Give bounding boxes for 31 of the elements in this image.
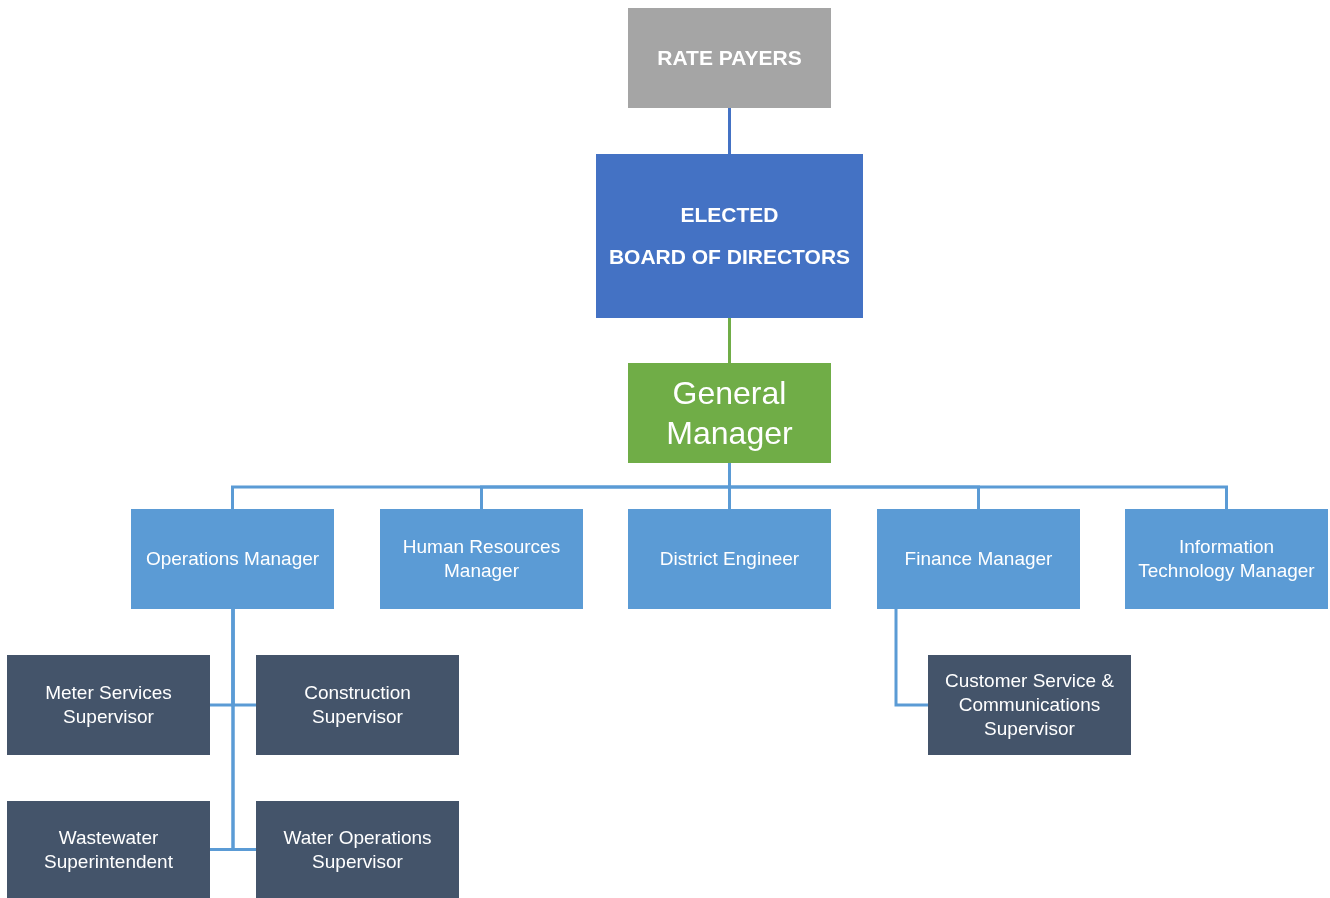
org-box <box>596 154 863 318</box>
role-title: Water Operations Supervisor <box>282 825 433 874</box>
role-title: BOARD OF DIRECTORS <box>608 244 851 270</box>
org-box <box>256 655 459 755</box>
org-box <box>877 509 1080 609</box>
connector-line <box>894 609 928 707</box>
role-title: Construction Supervisor <box>303 681 412 729</box>
connector-line <box>728 318 731 363</box>
org-box <box>628 8 831 108</box>
role-title: District Engineer <box>659 547 800 571</box>
connector-line <box>231 609 256 851</box>
role-title: General Manager <box>665 374 794 453</box>
org-box <box>256 801 459 898</box>
role-title: Information Technology Manager <box>1137 535 1316 583</box>
role-title: Operations Manager <box>145 547 320 571</box>
role-title: RATE PAYERS <box>657 44 802 71</box>
role-title: ELECTED <box>680 201 779 228</box>
org-box <box>131 509 334 609</box>
org-box <box>928 655 1131 755</box>
org-box <box>7 655 210 755</box>
connector-line <box>728 108 731 154</box>
org-box <box>380 509 583 609</box>
role-title: Finance Manager <box>904 547 1053 571</box>
role-title: Wastewater Superintendent <box>43 825 174 874</box>
org-box <box>628 509 831 609</box>
role-title: Customer Service & Communications Supervisor <box>944 669 1115 741</box>
org-box <box>7 801 210 898</box>
org-box <box>628 363 831 463</box>
org-box <box>1125 509 1328 609</box>
role-title: Human Resources Manager <box>401 535 562 583</box>
role-title: Meter Services Supervisor <box>44 681 173 729</box>
